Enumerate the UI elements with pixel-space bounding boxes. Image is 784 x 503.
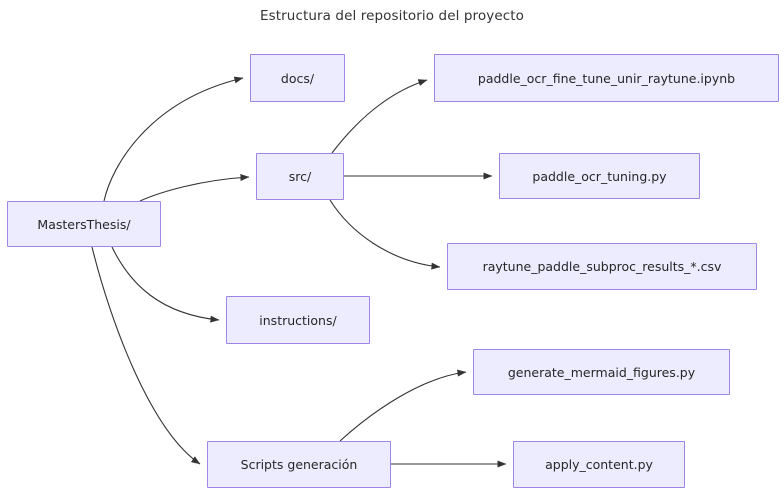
- node-label: paddle_ocr_tuning.py: [532, 168, 667, 184]
- node-docs[interactable]: docs/: [250, 54, 345, 102]
- edge-root-scripts: [91, 246, 201, 465]
- node-instructions[interactable]: instructions/: [226, 296, 370, 344]
- edge-root-docs: [103, 76, 244, 202]
- page-title: Estructura del repositorio del proyecto: [259, 8, 524, 24]
- node-notebook[interactable]: paddle_ocr_fine_tune_unir_raytune.ipynb: [434, 54, 779, 102]
- edge-src-results: [329, 199, 441, 270]
- node-figures[interactable]: generate_mermaid_figures.py: [473, 349, 730, 395]
- node-tuning[interactable]: paddle_ocr_tuning.py: [499, 153, 700, 199]
- edge-root-instructions: [111, 246, 220, 323]
- node-apply[interactable]: apply_content.py: [513, 441, 685, 488]
- node-label: Scripts generación: [240, 457, 358, 472]
- node-label: raytune_paddle_subproc_results_*.csv: [482, 259, 722, 274]
- edge-scripts-figures: [339, 369, 467, 442]
- node-label: apply_content.py: [545, 457, 653, 472]
- node-root[interactable]: MastersThesis/: [7, 201, 161, 247]
- node-label: MastersThesis/: [37, 216, 131, 232]
- node-scripts[interactable]: Scripts generación: [207, 441, 391, 488]
- edge-src-notebook: [331, 79, 428, 154]
- node-label: paddle_ocr_fine_tune_unir_raytune.ipynb: [477, 70, 736, 86]
- node-label: src/: [288, 169, 312, 184]
- node-label: generate_mermaid_figures.py: [507, 364, 696, 380]
- node-src[interactable]: src/: [256, 153, 344, 200]
- node-label: instructions/: [259, 312, 337, 328]
- node-results[interactable]: raytune_paddle_subproc_results_*.csv: [447, 243, 757, 290]
- node-label: docs/: [280, 70, 315, 86]
- edge-root-src: [139, 174, 250, 202]
- edges-group: [91, 76, 507, 468]
